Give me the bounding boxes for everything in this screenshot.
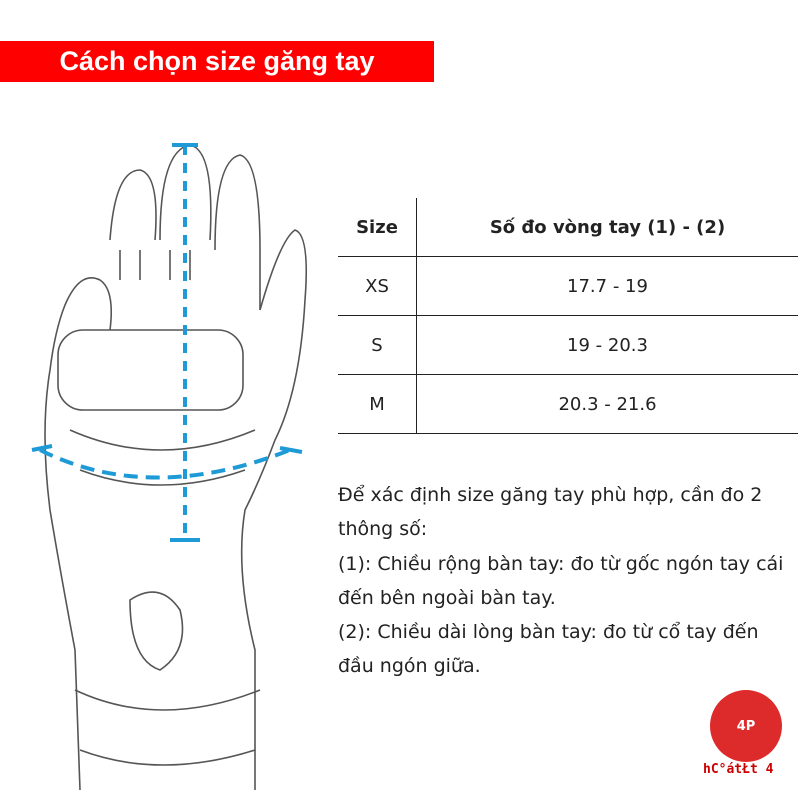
header-size: Size bbox=[338, 198, 417, 257]
table-row: M 20.3 - 21.6 bbox=[338, 374, 798, 434]
table-row: S 19 - 20.3 bbox=[338, 315, 798, 375]
instruction-2: (2): Chiều dài lòng bàn tay: đo từ cổ ta… bbox=[338, 621, 759, 678]
header-measure: Số đo vòng tay (1) - (2) bbox=[416, 198, 798, 257]
measure-cell: 17.7 - 19 bbox=[416, 256, 798, 316]
instruction-intro: Để xác định size găng tay phù hợp, cần đ… bbox=[338, 484, 763, 541]
page-title: Cách chọn size găng tay bbox=[59, 46, 375, 76]
size-cell: S bbox=[338, 315, 417, 375]
measure-cell: 20.3 - 21.6 bbox=[416, 374, 798, 434]
table-row: XS 17.7 - 19 bbox=[338, 256, 798, 316]
brand-logo: 4P bbox=[710, 690, 782, 762]
logo-caption: hC°átŁt 4 bbox=[703, 762, 774, 777]
measure-cell: 19 - 20.3 bbox=[416, 315, 798, 375]
instruction-1: (1): Chiều rộng bàn tay: đo từ gốc ngón … bbox=[338, 552, 784, 609]
instructions: Để xác định size găng tay phù hợp, cần đ… bbox=[338, 478, 793, 684]
size-cell: M bbox=[338, 374, 417, 434]
measure-lines bbox=[31, 143, 303, 542]
glove-illustration bbox=[31, 143, 308, 791]
table-header-row: Size Số đo vòng tay (1) - (2) bbox=[338, 198, 798, 257]
size-cell: XS bbox=[338, 256, 417, 316]
title-banner: Cách chọn size găng tay bbox=[0, 41, 434, 82]
size-table: Size Số đo vòng tay (1) - (2) XS 17.7 - … bbox=[338, 198, 798, 434]
logo-text: 4P bbox=[736, 718, 756, 734]
